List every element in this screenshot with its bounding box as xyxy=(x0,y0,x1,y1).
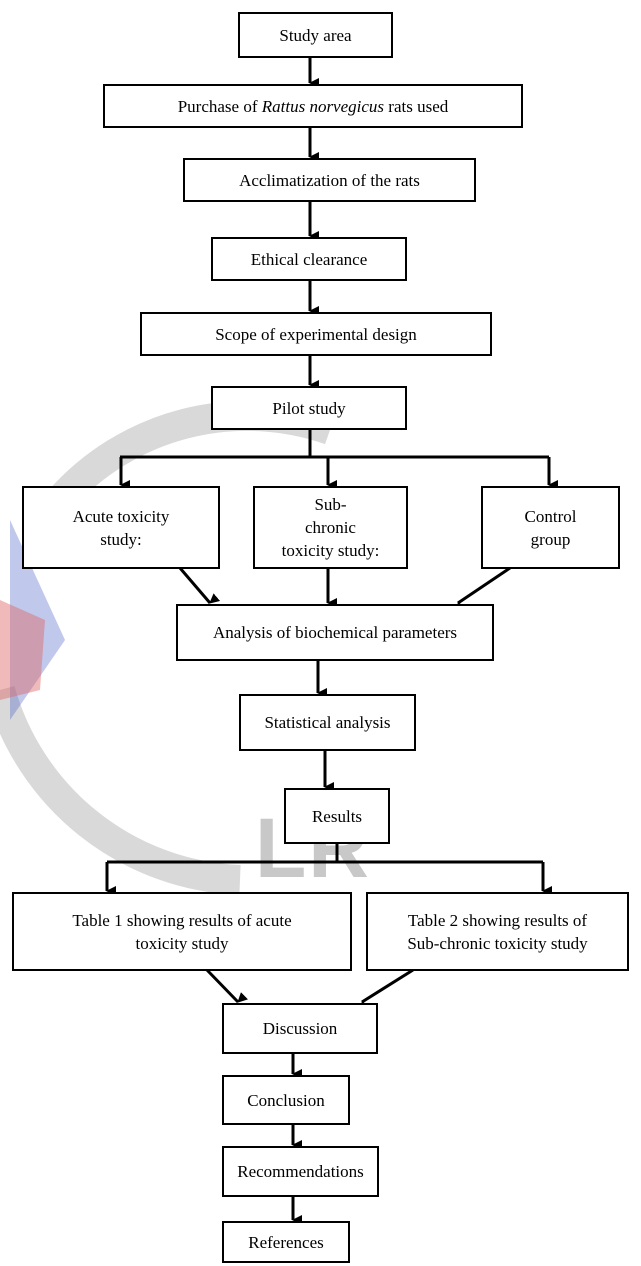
box-results: Results xyxy=(284,788,390,844)
box-acute-toxicity: Acute toxicity study: xyxy=(22,486,220,569)
box-table2-subchronic: Table 2 showing results of Sub-chronic t… xyxy=(366,892,629,971)
box-purchase-rats: Purchase of Rattus norvegicus rats used xyxy=(103,84,523,128)
box-references: References xyxy=(222,1221,350,1263)
box-study-area: Study area xyxy=(238,12,393,58)
box-recommendations: Recommendations xyxy=(222,1146,379,1197)
box-pilot-study: Pilot study xyxy=(211,386,407,430)
box-subchronic-toxicity: Sub- chronic toxicity study: xyxy=(253,486,408,569)
box-control-group: Control group xyxy=(481,486,620,569)
box-discussion: Discussion xyxy=(222,1003,378,1054)
box-conclusion: Conclusion xyxy=(222,1075,350,1125)
box-analysis-biochemical: Analysis of biochemical parameters xyxy=(176,604,494,661)
box-acclimatization: Acclimatization of the rats xyxy=(183,158,476,202)
box-scope-design: Scope of experimental design xyxy=(140,312,492,356)
box-statistical-analysis: Statistical analysis xyxy=(239,694,416,751)
box-ethical-clearance: Ethical clearance xyxy=(211,237,407,281)
box-table1-acute: Table 1 showing results of acute toxicit… xyxy=(12,892,352,971)
